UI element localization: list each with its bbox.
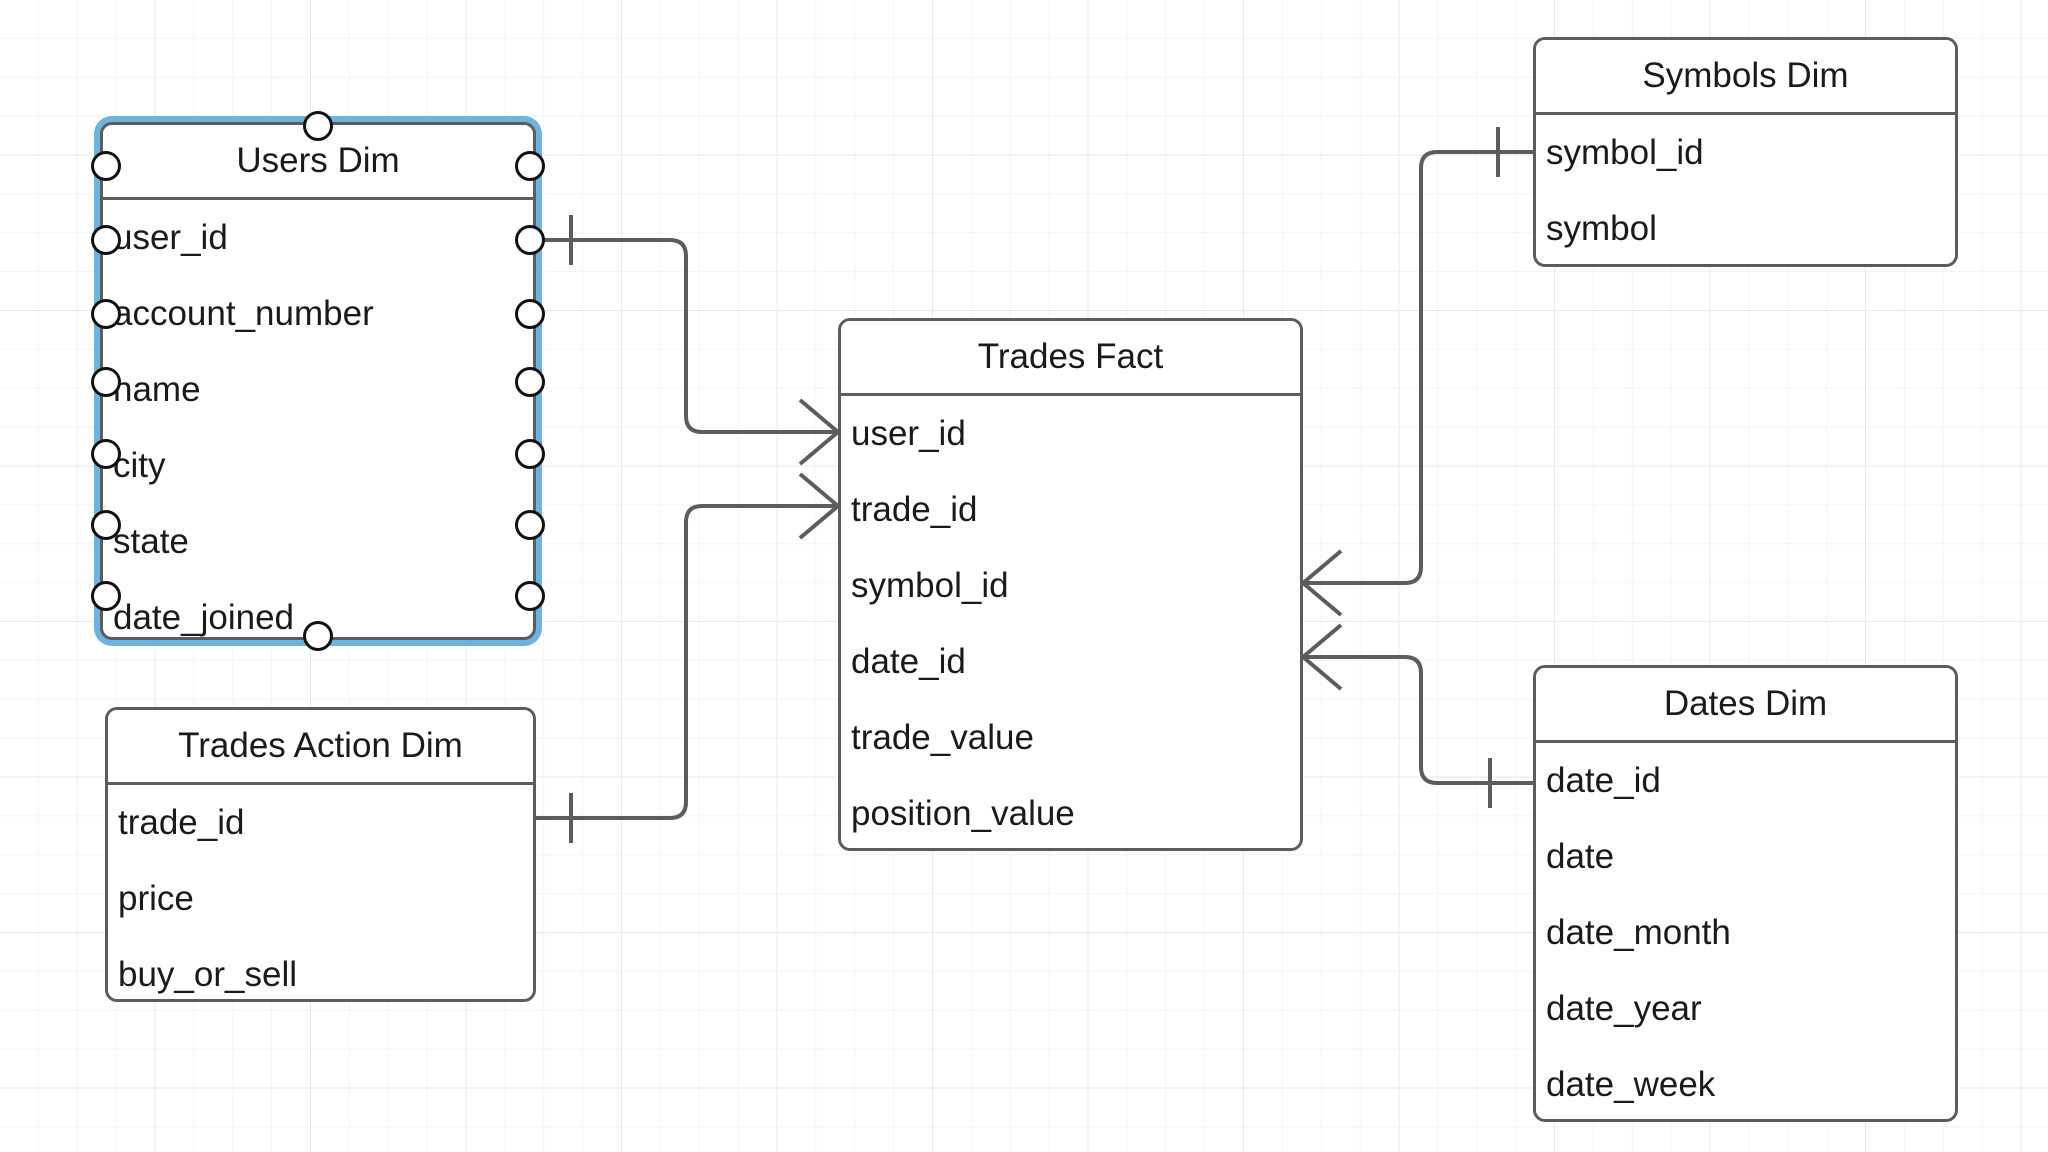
entity-field-list: user_id trade_id symbol_id date_id trade…: [841, 396, 1300, 848]
field-date-id[interactable]: date_id: [1546, 761, 1661, 800]
field-city[interactable]: city: [113, 446, 166, 485]
connector-users-to-trades[interactable]: [536, 215, 840, 466]
field-account-number[interactable]: account_number: [113, 294, 374, 333]
field-date[interactable]: date: [1546, 837, 1615, 876]
field-position-value[interactable]: position_value: [851, 794, 1075, 833]
field-date-joined[interactable]: date_joined: [113, 598, 294, 637]
entity-title: Trades Fact: [841, 321, 1300, 396]
entity-users-dim[interactable]: Users Dim user_id account_number name ci…: [100, 122, 536, 640]
field-state[interactable]: state: [113, 522, 189, 561]
entity-field-list: user_id account_number name city state d…: [103, 200, 533, 637]
field-trade-id[interactable]: trade_id: [118, 803, 245, 842]
field-trade-id[interactable]: trade_id: [851, 490, 978, 529]
crowsfoot-many: [798, 472, 840, 540]
entity-trades-fact[interactable]: Trades Fact user_id trade_id symbol_id d…: [838, 318, 1303, 851]
connect-handle-right-account-number[interactable]: [515, 299, 545, 329]
connect-handle-left-name[interactable]: [91, 367, 121, 397]
connector-trades-to-symbols[interactable]: [1301, 127, 1533, 617]
entity-field-list: symbol_id symbol: [1536, 115, 1955, 264]
connect-handle-left-user-id[interactable]: [91, 225, 121, 255]
connect-handle-left-date-joined[interactable]: [91, 581, 121, 611]
connect-handle-right-date-joined[interactable]: [515, 581, 545, 611]
field-symbol[interactable]: symbol: [1546, 209, 1657, 248]
connector-tradesaction-to-trades[interactable]: [536, 472, 840, 843]
connect-handle-left-title[interactable]: [91, 151, 121, 181]
connect-handle-right-title[interactable]: [515, 151, 545, 181]
entity-title: Dates Dim: [1536, 668, 1955, 743]
entity-dates-dim[interactable]: Dates Dim date_id date date_month date_y…: [1533, 665, 1958, 1122]
connect-handle-right-user-id[interactable]: [515, 225, 545, 255]
entity-trades-action-dim[interactable]: Trades Action Dim trade_id price buy_or_…: [105, 707, 536, 1002]
entity-field-list: date_id date date_month date_year date_w…: [1536, 743, 1955, 1119]
connect-handle-left-account-number[interactable]: [91, 299, 121, 329]
connect-handle-left-city[interactable]: [91, 439, 121, 469]
field-trade-value[interactable]: trade_value: [851, 718, 1034, 757]
field-date-id[interactable]: date_id: [851, 642, 966, 681]
field-user-id[interactable]: user_id: [851, 414, 966, 453]
field-date-week[interactable]: date_week: [1546, 1065, 1716, 1104]
crowsfoot-many: [798, 398, 840, 466]
entity-title: Symbols Dim: [1536, 40, 1955, 115]
crowsfoot-many: [1301, 623, 1343, 691]
field-symbol-id[interactable]: symbol_id: [851, 566, 1009, 605]
connect-handle-right-state[interactable]: [515, 510, 545, 540]
field-buy-or-sell[interactable]: buy_or_sell: [118, 955, 297, 994]
entity-symbols-dim[interactable]: Symbols Dim symbol_id symbol: [1533, 37, 1958, 267]
connect-handle-right-city[interactable]: [515, 439, 545, 469]
connector-trades-to-dates[interactable]: [1301, 623, 1533, 808]
field-name[interactable]: name: [113, 370, 201, 409]
entity-title: Users Dim: [103, 125, 533, 200]
field-user-id[interactable]: user_id: [113, 218, 228, 257]
resize-handle-bottom-center[interactable]: [303, 621, 333, 651]
field-price[interactable]: price: [118, 879, 194, 918]
resize-handle-top-center[interactable]: [303, 111, 333, 141]
connect-handle-left-state[interactable]: [91, 510, 121, 540]
entity-title: Trades Action Dim: [108, 710, 533, 785]
crowsfoot-many: [1301, 549, 1343, 617]
field-date-year[interactable]: date_year: [1546, 989, 1702, 1028]
connect-handle-right-name[interactable]: [515, 367, 545, 397]
entity-field-list: trade_id price buy_or_sell: [108, 785, 533, 999]
field-symbol-id[interactable]: symbol_id: [1546, 133, 1704, 172]
field-date-month[interactable]: date_month: [1546, 913, 1731, 952]
